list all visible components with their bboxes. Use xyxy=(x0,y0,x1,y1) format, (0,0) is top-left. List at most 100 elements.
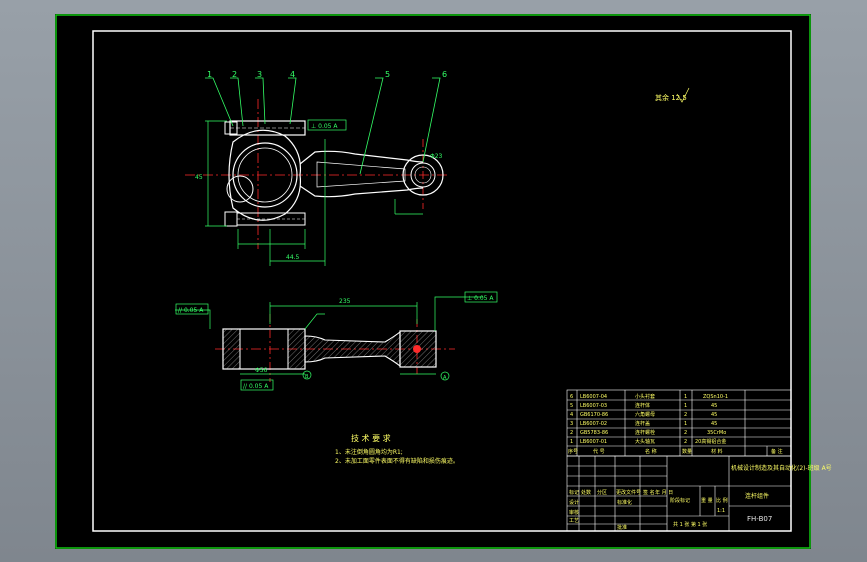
svg-text:序号: 序号 xyxy=(568,448,578,455)
small-end-boss xyxy=(402,154,444,196)
svg-text:比 例: 比 例 xyxy=(716,497,728,504)
fcf-front: ⊥ 0.05 A xyxy=(307,119,347,131)
oil-hole-boss xyxy=(226,175,254,203)
svg-text:标准化: 标准化 xyxy=(617,499,632,506)
balloon-leaders xyxy=(205,77,441,175)
svg-text:连杆螺栓: 连杆螺栓 xyxy=(635,429,655,436)
drawing-canvas: 1 2 3 4 5 6 44.5 Φ23 45 ⊥ 0.05 A 其余 12.5 xyxy=(55,14,832,549)
svg-text:2: 2 xyxy=(684,430,687,436)
svg-text:阶段标记: 阶段标记 xyxy=(670,497,690,504)
dim-side-height: 45 xyxy=(195,174,203,181)
svg-text:小头衬套: 小头衬套 xyxy=(635,393,655,400)
svg-text:2: 2 xyxy=(570,430,573,436)
dimension-lines-section xyxy=(175,296,483,375)
outer-frame xyxy=(55,14,811,549)
svg-text:材 料: 材 料 xyxy=(711,448,723,455)
part-name: 连杆组件 xyxy=(745,492,769,500)
svg-text:4: 4 xyxy=(570,412,573,418)
connecting-rod-front-view xyxy=(185,77,450,266)
svg-text:35CrMo: 35CrMo xyxy=(707,430,726,436)
svg-text:GB5783-86: GB5783-86 xyxy=(580,430,608,436)
svg-text:LB6007-03: LB6007-03 xyxy=(580,403,607,409)
fcf-section-right: ⊥ 0.05 A xyxy=(464,291,498,303)
tech-req-item-2: 2、未加工面零件表面不得有缺陷和损伤痕迹。 xyxy=(335,457,459,465)
svg-text:GB6170-86: GB6170-86 xyxy=(580,412,608,418)
svg-text:1: 1 xyxy=(570,439,573,445)
svg-text:共 1 张 第 1 张: 共 1 张 第 1 张 xyxy=(673,521,707,528)
balloon-6[interactable]: 6 xyxy=(442,70,447,79)
svg-text:数量: 数量 xyxy=(682,448,692,455)
svg-text:年 月 日: 年 月 日 xyxy=(655,489,673,496)
shank-section xyxy=(304,330,401,368)
svg-text:1: 1 xyxy=(684,403,687,409)
balloon-labels: 1 2 3 4 5 6 xyxy=(207,70,447,79)
svg-text:连杆盖: 连杆盖 xyxy=(635,420,650,427)
tech-req-title: 技 术 要 求 xyxy=(351,433,391,443)
dim-top-total: 44.5 xyxy=(286,254,300,261)
svg-text:重 量: 重 量 xyxy=(701,497,713,504)
svg-text:// 0.05 A: // 0.05 A xyxy=(178,307,204,314)
connecting-rod-section-view: // 0.05 A ⊥ 0.05 A // 0.05 A B A 235 Φ56 xyxy=(175,291,498,391)
shank-web xyxy=(316,161,406,188)
svg-text:代 号: 代 号 xyxy=(593,448,605,455)
bushing-inner xyxy=(414,166,432,184)
balloon-1[interactable]: 1 xyxy=(207,70,212,79)
bom-table xyxy=(566,389,792,457)
dim-big-bore: Φ56 xyxy=(255,367,268,374)
svg-text:1: 1 xyxy=(684,421,687,427)
surface-finish-note: 其余 12.5 xyxy=(655,93,687,102)
title-block xyxy=(566,455,792,532)
fcf-section-bottom: // 0.05 A xyxy=(240,379,274,391)
svg-text:备 注: 备 注 xyxy=(771,448,783,455)
balloon-5[interactable]: 5 xyxy=(385,70,390,79)
svg-text:签 名: 签 名 xyxy=(643,489,655,496)
title-block-text: 标记 处数 分区 更改文件号 签 名 年 月 日 设计 标准化 审核 工艺 批准… xyxy=(569,464,832,531)
svg-text:LB6007-01: LB6007-01 xyxy=(580,439,607,445)
svg-text:LB6007-04: LB6007-04 xyxy=(580,394,607,400)
svg-text:45: 45 xyxy=(711,412,717,418)
bom-rows: 6 LB6007-04 小头衬套 1 ZQSn10-1 5 LB6007-03 … xyxy=(568,393,783,455)
svg-text:分区: 分区 xyxy=(597,489,607,496)
svg-text:连杆体: 连杆体 xyxy=(635,402,650,409)
dimension-lines-front xyxy=(205,120,423,266)
svg-text:2: 2 xyxy=(684,439,687,445)
title-school: 机械设计制造及其自动化(2)-班级 A号 xyxy=(731,464,832,472)
svg-text:LB6007-02: LB6007-02 xyxy=(580,421,607,427)
shank-upper-edge xyxy=(299,150,424,165)
svg-text:3: 3 xyxy=(570,421,573,427)
svg-text:六角螺母: 六角螺母 xyxy=(635,411,655,418)
dim-lower-length: 235 xyxy=(339,298,351,305)
svg-text:工艺: 工艺 xyxy=(569,518,579,524)
svg-text:大头轴瓦: 大头轴瓦 xyxy=(635,438,655,445)
svg-text:1:1: 1:1 xyxy=(717,508,725,514)
svg-text:20高锡铝合金: 20高锡铝合金 xyxy=(695,438,726,445)
balloon-2[interactable]: 2 xyxy=(232,70,237,79)
fcf-section-left: // 0.05 A xyxy=(175,303,209,315)
svg-text:// 0.05 A: // 0.05 A xyxy=(243,383,269,390)
balloon-4[interactable]: 4 xyxy=(290,70,295,79)
svg-text:标记: 标记 xyxy=(569,489,579,496)
bearing-shell xyxy=(237,147,293,203)
inner-frame xyxy=(92,30,792,532)
svg-text:处数: 处数 xyxy=(581,489,591,496)
small-end-hole xyxy=(413,345,421,353)
balloon-3[interactable]: 3 xyxy=(257,70,262,79)
svg-text:45: 45 xyxy=(711,403,717,409)
drawing-number: FH-B07 xyxy=(747,515,772,523)
svg-text:1: 1 xyxy=(684,394,687,400)
small-end-bore xyxy=(410,162,436,188)
svg-text:2: 2 xyxy=(684,412,687,418)
svg-text:设计: 设计 xyxy=(569,499,579,506)
datum-b: B xyxy=(305,374,309,380)
tech-req-item-1: 1、未注倒角圆角均为R1; xyxy=(335,448,403,456)
svg-text:⊥ 0.05 A: ⊥ 0.05 A xyxy=(467,295,494,302)
dim-small-bore: Φ23 xyxy=(430,153,443,160)
drawing-sheet: 1 2 3 4 5 6 44.5 Φ23 45 ⊥ 0.05 A 其余 12.5 xyxy=(55,14,832,549)
svg-text:更改文件号: 更改文件号 xyxy=(616,489,641,496)
svg-text:批准: 批准 xyxy=(617,524,627,531)
bolt-nut-bottom xyxy=(224,211,238,227)
svg-text:45: 45 xyxy=(711,421,717,427)
svg-text:6: 6 xyxy=(570,394,573,400)
svg-text:审核: 审核 xyxy=(569,509,579,516)
